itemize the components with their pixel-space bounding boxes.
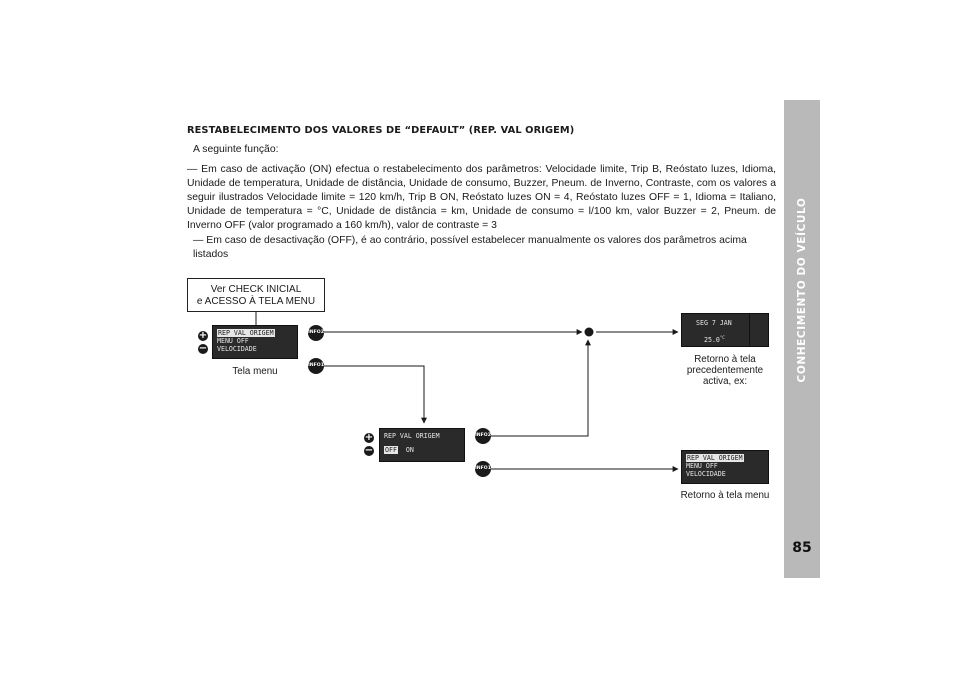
lcd-previous-temp-unit: °C	[719, 335, 725, 340]
lcd-setting-line1: REP VAL ORIGEM	[384, 432, 440, 440]
lcd-menu-line3: VELOCIDADE	[217, 345, 257, 353]
lcd-menu-caption: Tela menu	[232, 366, 278, 377]
section-heading: RESTABELECIMENTO DOS VALORES DE “DEFAULT…	[187, 125, 575, 136]
lcd-return-line2: MENU OFF	[686, 462, 718, 470]
intro-text: A seguinte função:	[193, 144, 279, 155]
plus-button-icon: +	[198, 330, 208, 341]
lcd-previous-screen: SEG 7 JAN 25.0°C	[682, 314, 748, 346]
lcd-previous-caption-line2: precedentemente	[686, 365, 764, 376]
lcd-previous-caption-line3: activa, ex:	[702, 376, 748, 387]
section-sidebar: CONHECIMENTO DO VEÍCULO 85	[784, 100, 820, 578]
lcd-menu-display: REP VAL ORIGEM MENU OFF VELOCIDADE	[212, 325, 298, 359]
lcd-previous-temp: 25.0	[704, 336, 720, 345]
lcd-setting-on: ON	[405, 446, 414, 454]
plus-button-icon: +	[364, 432, 374, 443]
junction-dot	[584, 327, 594, 337]
paragraph-off: — Em caso de desactivação (OFF), é ao co…	[193, 235, 747, 260]
lcd-return-line3: VELOCIDADE	[686, 470, 726, 478]
minus-button-icon: −	[364, 445, 374, 456]
info2-button-icon: INFO2	[308, 325, 324, 341]
lcd-previous-side-panel	[749, 314, 768, 346]
lcd-return-display: REP VAL ORIGEM MENU OFF VELOCIDADE	[681, 450, 769, 484]
page-number: 85	[792, 540, 812, 556]
lcd-previous-caption: Retorno à tela precedentemente activa, e…	[672, 354, 778, 387]
paragraph-on: — Em caso de activação (ON) efectua o re…	[187, 164, 776, 231]
lcd-previous-date: SEG 7 JAN	[696, 319, 732, 327]
lcd-menu-line1: REP VAL ORIGEM	[217, 329, 275, 337]
minus-button-icon: −	[198, 343, 208, 354]
lcd-setting-off: OFF	[384, 446, 398, 454]
lcd-previous-caption-line1: Retorno à tela	[694, 354, 756, 365]
start-box-line2: e ACESSO À TELA MENU	[196, 296, 316, 307]
start-box: Ver CHECK INICIAL e ACESSO À TELA MENU	[187, 278, 325, 312]
info1-button-icon: INFO1	[475, 461, 491, 477]
lcd-return-caption: Retorno à tela menu	[680, 490, 770, 501]
lcd-previous-display: SEG 7 JAN 25.0°C	[681, 313, 769, 347]
info1-button-icon: INFO1	[308, 358, 324, 374]
info2-button-icon: INFO2	[475, 428, 491, 444]
lcd-return-line1: REP VAL ORIGEM	[686, 454, 744, 462]
start-box-line1: Ver CHECK INICIAL	[210, 284, 302, 295]
lcd-menu-line2: MENU OFF	[217, 337, 249, 345]
lcd-setting-display: REP VAL ORIGEM OFF ON	[379, 428, 465, 462]
